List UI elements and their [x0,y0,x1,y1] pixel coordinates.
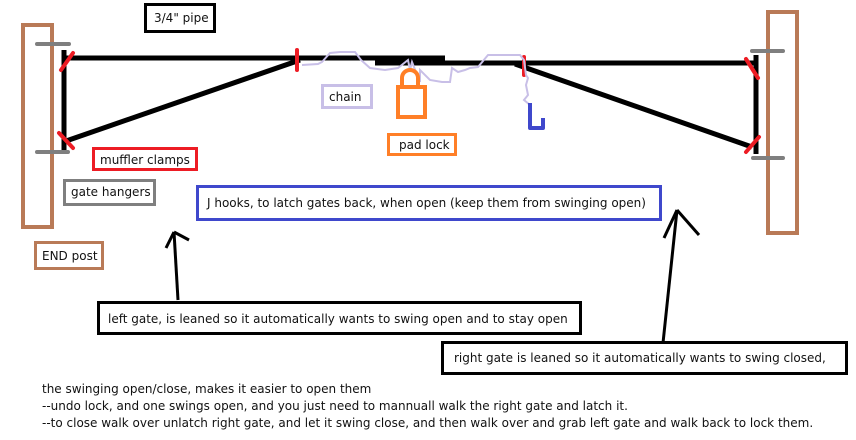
gate-hangers-label: gate hangers [63,179,156,206]
muffler-clamps [57,48,761,154]
left-end-post [21,23,54,229]
note-line: the swinging open/close, makes it easier… [42,382,372,396]
left-gate-label: left gate, is leaned so it automatically… [97,301,582,335]
padlock-icon [396,68,427,119]
j-hooks-label: J hooks, to latch gates back, when open … [196,185,662,221]
note-line: --to close walk over unlatch right gate,… [42,416,814,430]
right-gate-label: right gate is leaned so it automatically… [441,341,848,375]
end-post-label: END post [34,241,104,270]
muffler-clamps-label: muffler clamps [92,147,198,171]
right-gate-arrow [661,209,701,344]
j-hook-icon [528,103,545,130]
right-end-post [766,10,799,235]
chain-label: chain [321,84,373,109]
left-gate-arrow [164,230,190,301]
pipe-label: 3/4" pipe [144,3,216,33]
left-gate [61,50,445,150]
pad-lock-label: pad lock [387,133,457,156]
note-line: --undo lock, and one swings open, and yo… [42,399,628,413]
notes: the swinging open/close, makes it easier… [42,381,813,432]
chain [301,51,531,106]
